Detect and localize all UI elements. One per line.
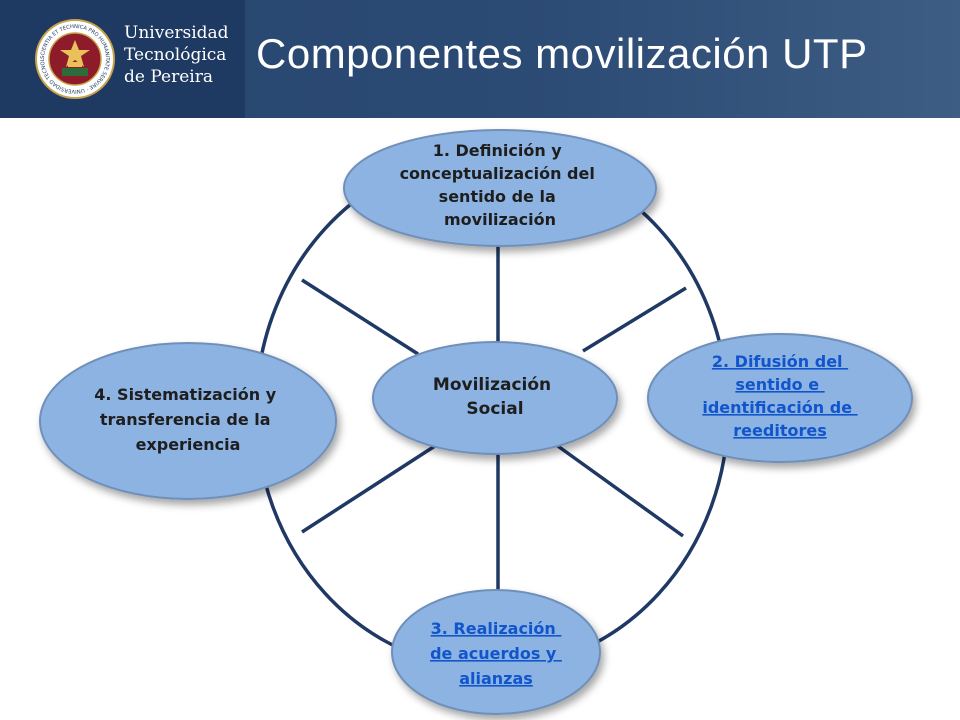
spoke-upper-left: [301, 278, 419, 356]
spoke-upper-right: [582, 286, 687, 353]
component-realizacion-link[interactable]: 3. Realización de acuerdos y alianzas: [430, 619, 562, 688]
university-name-line: Universidad: [124, 23, 229, 43]
component-difusion-link[interactable]: 2. Difusión del sentido e identificación…: [702, 352, 857, 440]
component-difusion[interactable]: 2. Difusión del sentido e identificación…: [647, 333, 913, 463]
component-sistematizacion-label: 4. Sistematización y transferencia de la…: [94, 385, 281, 454]
logo-panel: SCIENTIA ET TECHNICA PRO HUMANITATE SERV…: [0, 0, 245, 118]
university-name-line: Tecnológica: [124, 45, 227, 65]
component-definicion-label: 1. Definición y conceptualización del se…: [400, 141, 601, 229]
spoke-lower-left: [301, 442, 439, 534]
spokes: [301, 246, 687, 614]
center-node-label: Movilización Social: [433, 375, 557, 419]
university-name: Universidad Tecnológica de Pereira: [124, 22, 229, 88]
component-definicion: 1. Definición y conceptualización del se…: [343, 129, 657, 247]
slide-header: SCIENTIA ET TECHNICA PRO HUMANITATE SERV…: [0, 0, 960, 118]
component-sistematizacion: 4. Sistematización y transferencia de la…: [39, 342, 337, 500]
component-realizacion[interactable]: 3. Realización de acuerdos y alianzas: [391, 589, 601, 715]
center-node: Movilización Social: [372, 341, 618, 455]
university-seal-icon: SCIENTIA ET TECHNICA PRO HUMANITATE SERV…: [34, 18, 115, 99]
spoke-lower-right: [553, 442, 685, 538]
university-name-line: de Pereira: [124, 67, 213, 87]
slide-title: Componentes movilización UTP: [256, 30, 868, 77]
mobilization-diagram: 1. Definición y conceptualización del se…: [39, 129, 913, 715]
